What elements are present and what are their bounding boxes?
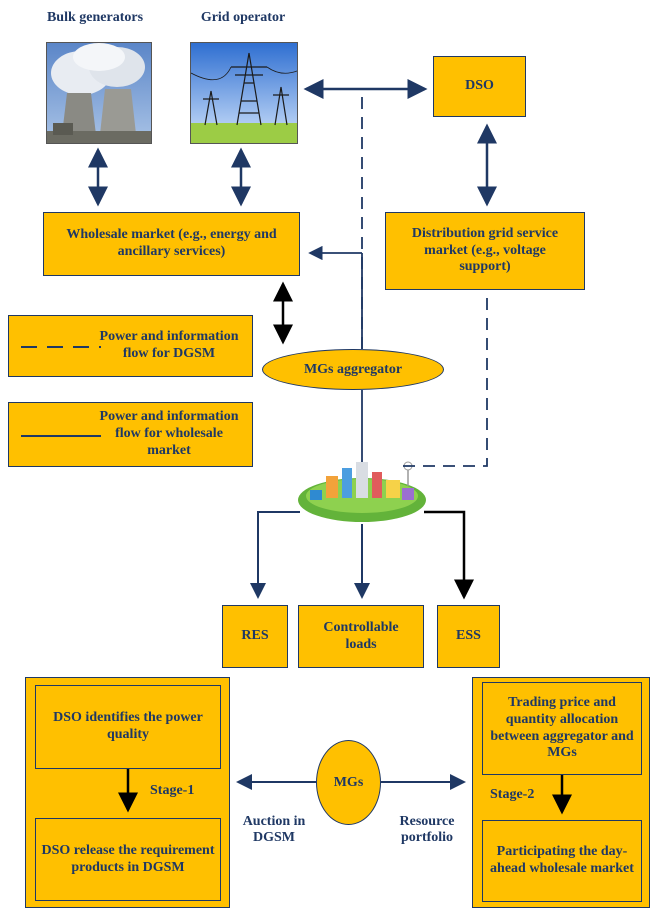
stage1-label: Stage-1: [150, 783, 195, 798]
legend-dgsm-text: Power and information flow for DGSM: [99, 329, 239, 361]
dso-box: DSO: [433, 56, 526, 117]
microgrid-city-illustration: [296, 456, 429, 524]
grid-operator-label: Grid operator: [200, 10, 286, 25]
auction-label: Auction in DGSM: [242, 814, 306, 846]
wholesale-market-box: Wholesale market (e.g., energy and ancil…: [43, 212, 300, 276]
mgs-ellipse: MGs: [316, 740, 381, 825]
stage2-step1-box: Trading price and quantity allocation be…: [482, 682, 642, 775]
dgsm-box: Distribution grid service market (e.g., …: [385, 212, 585, 290]
legend-dgsm: Power and information flow for DGSM: [8, 315, 253, 377]
res-box: RES: [222, 605, 288, 668]
power-plant-image: [46, 42, 152, 144]
legend-wholesale: Power and information flow for wholesale…: [8, 402, 253, 467]
stage2-step2-box: Participating the day-ahead wholesale ma…: [482, 820, 642, 902]
aggregator-ellipse: MGs aggregator: [262, 349, 444, 390]
stage2-label: Stage-2: [490, 787, 535, 802]
stage1-step1-box: DSO identifies the power quality: [35, 685, 221, 769]
transmission-tower-image: [190, 42, 298, 144]
controllable-loads-box: Controllable loads: [298, 605, 424, 668]
stage1-step2-box: DSO release the requirement products in …: [35, 818, 221, 901]
resource-portfolio-label: Resource portfolio: [399, 814, 455, 846]
ess-box: ESS: [437, 605, 500, 668]
legend-wholesale-text: Power and information flow for wholesale…: [99, 409, 239, 458]
bulk-generators-label: Bulk generators: [46, 10, 144, 25]
